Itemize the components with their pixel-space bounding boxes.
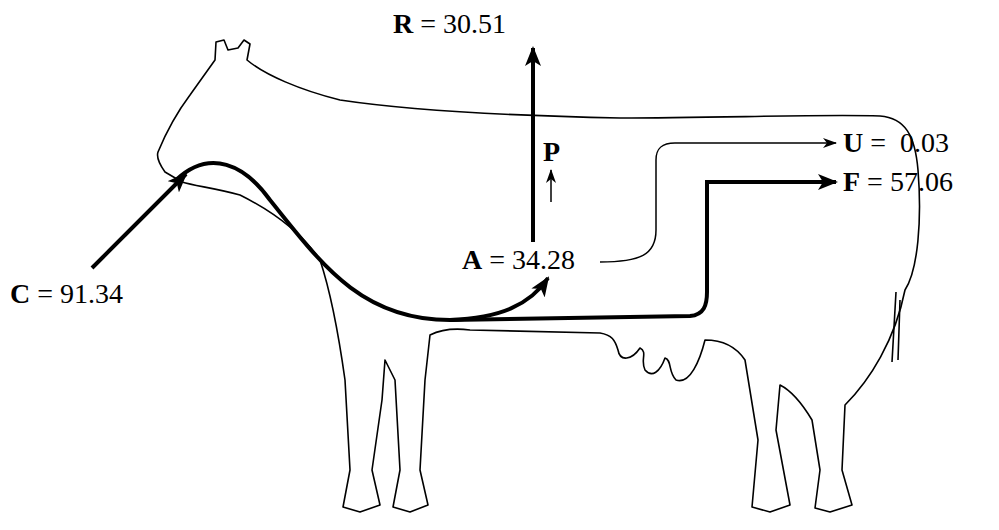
flow-value-label: A = 34.28: [462, 244, 575, 276]
respiration-arrow: [531, 48, 535, 242]
absorbed-arrow: [450, 278, 548, 320]
cow-tail: [892, 292, 900, 362]
digestive-tract: [176, 163, 450, 320]
production-arrow: [550, 170, 552, 202]
flow-value-label: P: [543, 136, 560, 168]
flow-value-label: U = 0.03: [843, 127, 949, 159]
flow-value-label: F = 57.06: [843, 166, 953, 198]
cow-outline: [157, 40, 919, 512]
urine-arrow: [600, 143, 836, 262]
flow-value-label: C = 91.34: [10, 278, 123, 310]
flow-value-label: R = 30.51: [393, 8, 506, 40]
feces-arrow: [450, 182, 836, 320]
intake-arrow: [92, 174, 186, 268]
